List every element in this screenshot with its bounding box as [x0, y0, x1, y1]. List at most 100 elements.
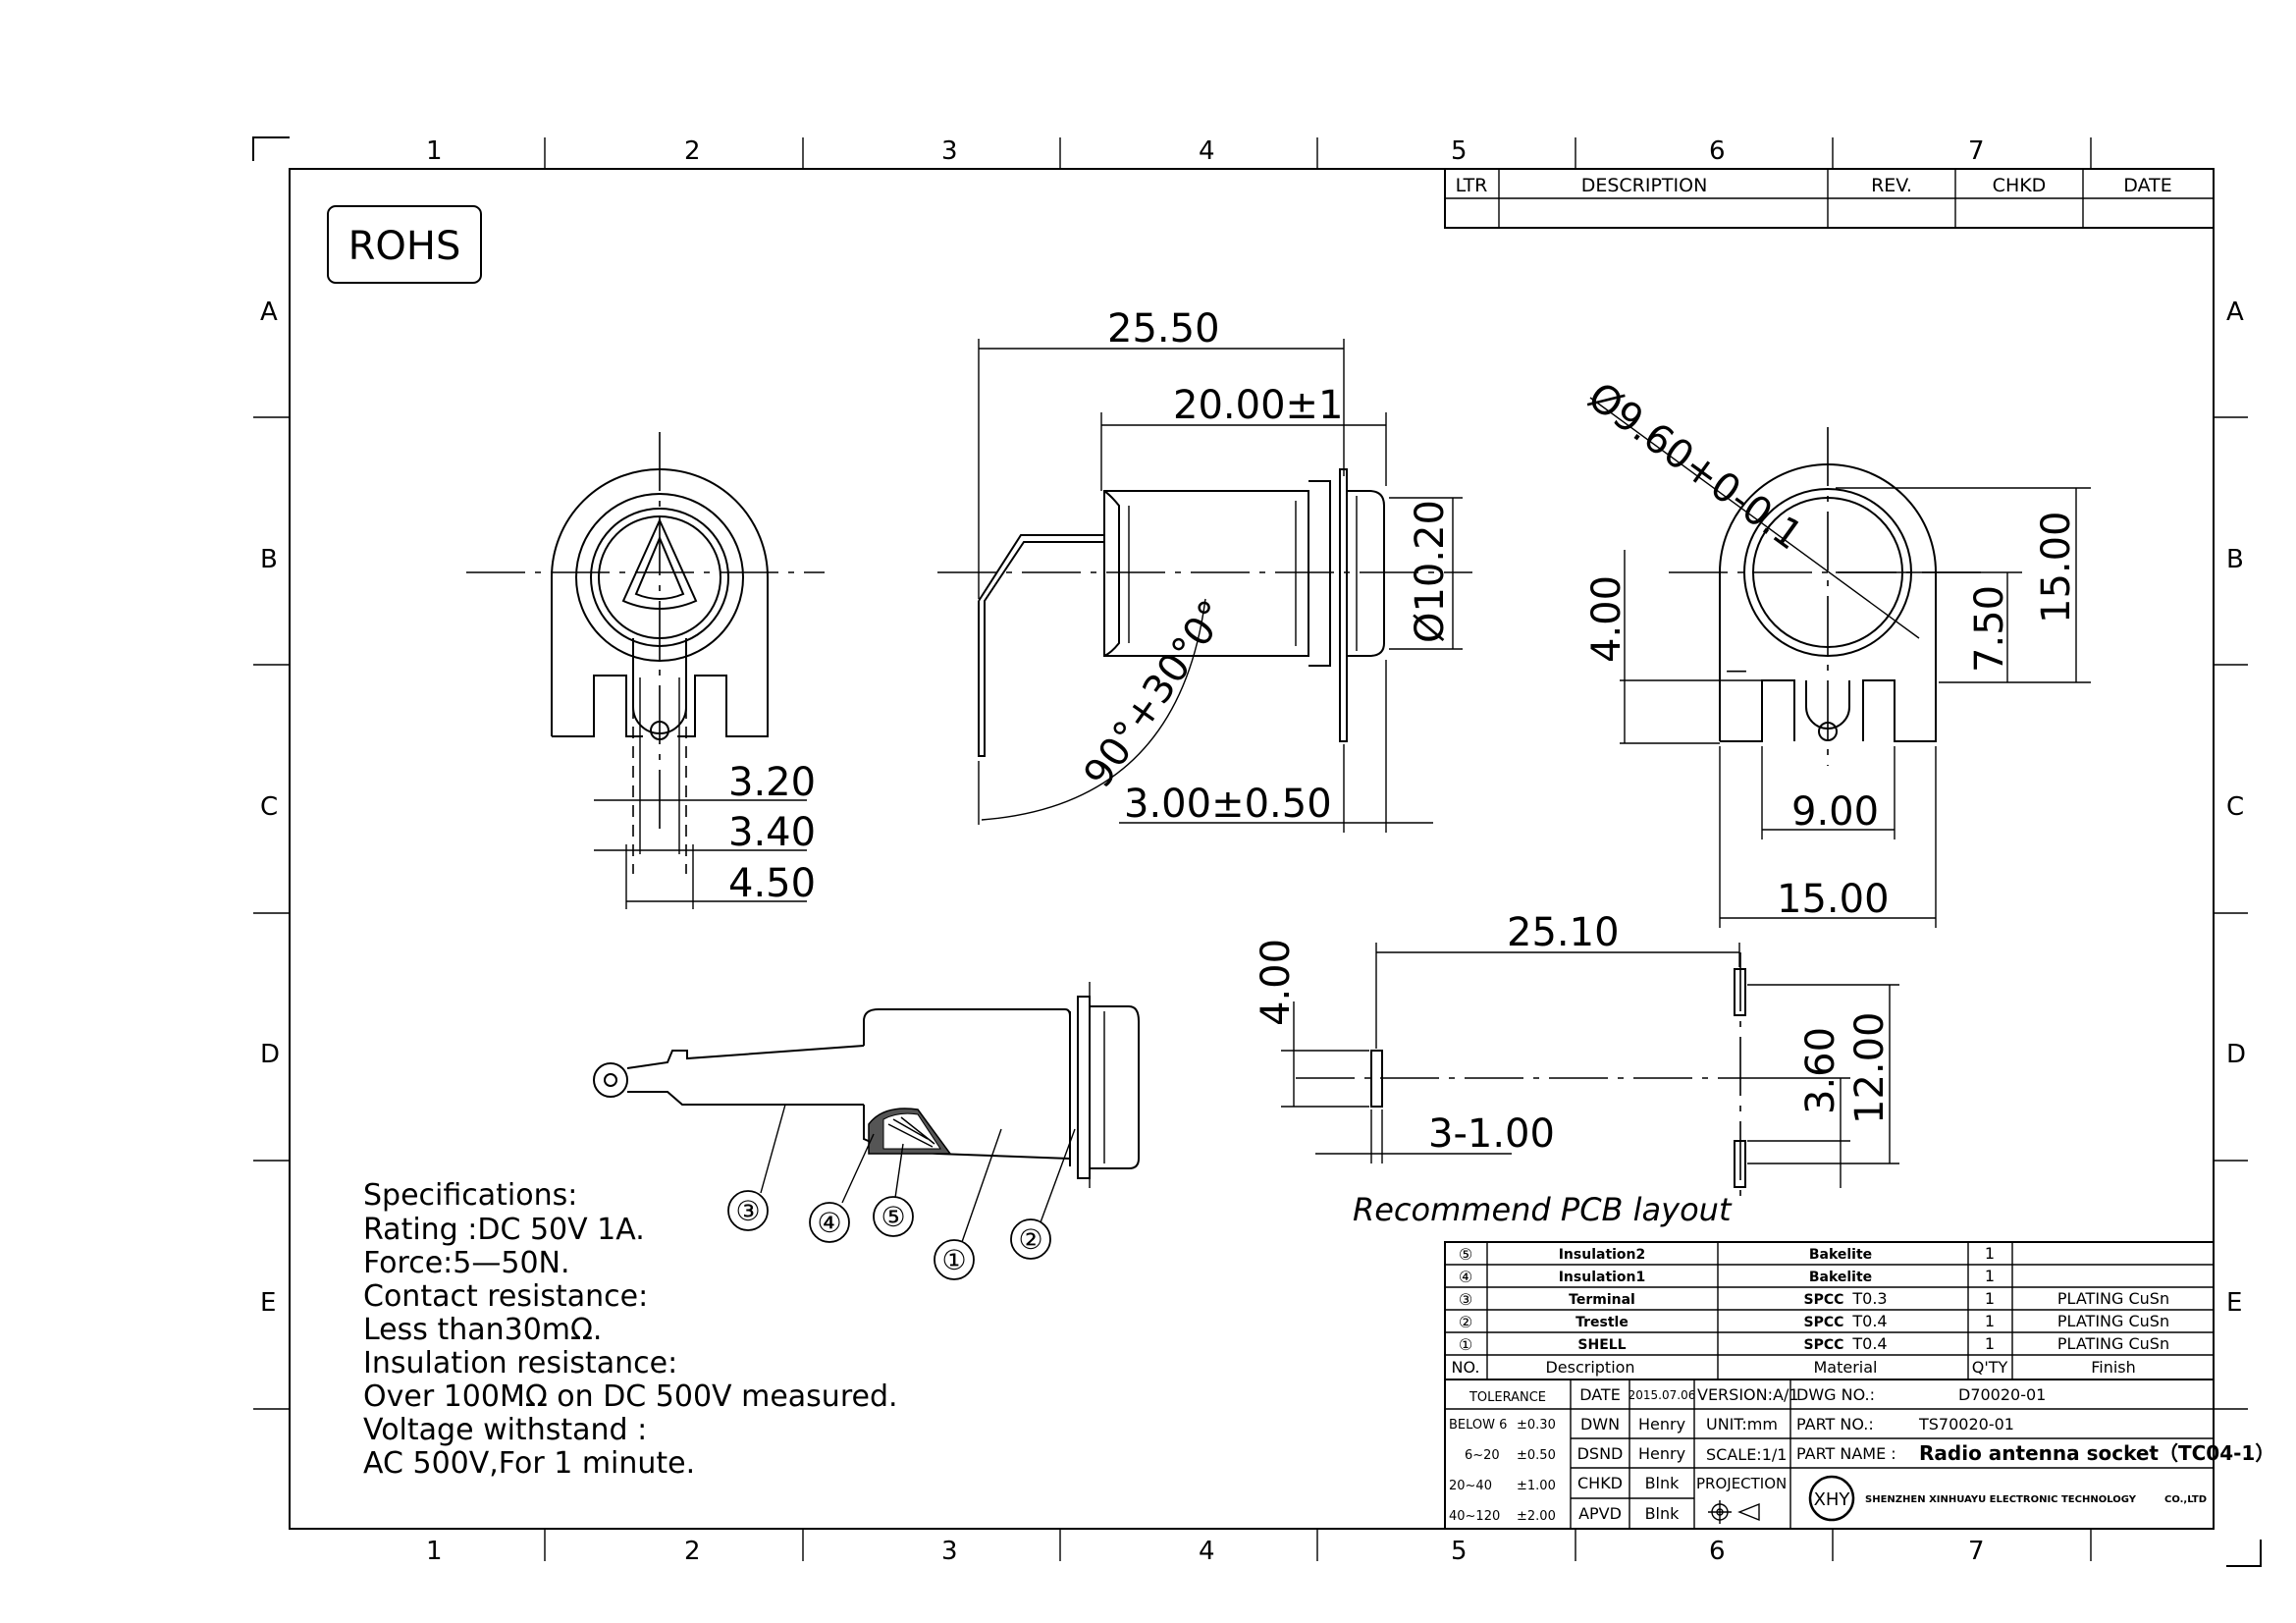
- spec-line: Insulation resistance:: [363, 1346, 677, 1380]
- zone-col-1-top: 1: [426, 136, 443, 166]
- dim-9-00: 9.00: [1791, 789, 1879, 835]
- bom-finish: PLATING CuSn: [2057, 1289, 2169, 1308]
- dim-d9-60: Ø9.60+0-0.1: [1579, 374, 1810, 560]
- tolerance-range: 6~20: [1465, 1448, 1500, 1463]
- tolerance-value: ±0.50: [1517, 1448, 1556, 1463]
- scale: SCALE:1/1: [1706, 1445, 1787, 1464]
- title-block: TOLERANCE BELOW 6 ±0.30 6~20 ±0.50 20~40…: [1444, 1379, 2274, 1530]
- bom-row: ③ Terminal SPCC T0.3 1 PLATING CuSn: [1459, 1289, 2169, 1309]
- bom-finish: PLATING CuSn: [2057, 1334, 2169, 1353]
- dwn-value: Henry: [1638, 1415, 1685, 1434]
- part-no-value: TS70020-01: [1918, 1415, 2014, 1434]
- side-dimensions: 25.50 20.00±1 Ø10.20 3.00±0.50 90°+30°0°: [978, 306, 1463, 833]
- apvd-label: APVD: [1578, 1504, 1622, 1523]
- bom-finish: PLATING CuSn: [2057, 1312, 2169, 1330]
- dim-rear-dash: —: [1726, 659, 1747, 683]
- bom-header-material: Material: [1814, 1358, 1878, 1377]
- projection-symbol-icon: [1708, 1500, 1760, 1524]
- front-dimensions: 3.20 3.40 4.50: [594, 760, 816, 909]
- rev-header-chkd: CHKD: [1993, 175, 2047, 196]
- dwg-no-label: DWG NO.:: [1796, 1385, 1875, 1404]
- assembly-view: [593, 982, 1140, 1188]
- dsnd-value: Henry: [1638, 1444, 1685, 1463]
- bom-material: SPCC: [1804, 1337, 1844, 1353]
- tolerance-value: ±2.00: [1517, 1509, 1556, 1524]
- dim-25-10: 25.10: [1507, 910, 1620, 955]
- zone-col-6-top: 6: [1709, 136, 1726, 166]
- bom-row: ① SHELL SPCC T0.4 1 PLATING CuSn: [1459, 1334, 2169, 1354]
- callout-5-label: ⑤: [881, 1201, 905, 1233]
- version: VERSION:A/1: [1697, 1385, 1799, 1404]
- rev-header-ltr: LTR: [1456, 175, 1488, 196]
- zone-col-2-top: 2: [684, 136, 701, 166]
- bom-description: Trestle: [1575, 1315, 1629, 1330]
- dim-7-50: 7.50: [1967, 585, 2012, 673]
- part-name-label: PART NAME :: [1796, 1444, 1896, 1463]
- dim-angle: 90°+30°0°: [1076, 593, 1237, 796]
- dim-rear-4-00: 4.00: [1584, 575, 1629, 663]
- rev-header-rev: REV.: [1871, 175, 1912, 196]
- callout-1-label: ①: [941, 1244, 966, 1276]
- bom-header-no: NO.: [1452, 1358, 1480, 1377]
- chkd-value: Blnk: [1645, 1474, 1681, 1492]
- bom-row: ④ Insulation1 Bakelite 1: [1459, 1267, 1995, 1286]
- bom-material: Bakelite: [1809, 1270, 1872, 1285]
- zone-col-1-bottom: 1: [426, 1537, 443, 1566]
- zone-ticks: [253, 137, 2248, 1561]
- zone-col-4-top: 4: [1199, 136, 1215, 166]
- zone-col-7-bottom: 7: [1968, 1537, 1985, 1566]
- company-name: SHENZHEN XINHUAYU ELECTRONIC TECHNOLOGY: [1865, 1494, 2137, 1505]
- bom-material-spec: T0.4: [1851, 1334, 1887, 1353]
- tolerance-value: ±1.00: [1517, 1479, 1556, 1493]
- spec-line: Rating :DC 50V 1A.: [363, 1213, 645, 1247]
- zone-col-5-bottom: 5: [1451, 1537, 1468, 1566]
- sheet-frame: [252, 136, 2262, 1567]
- tolerance-range: 20~40: [1449, 1479, 1492, 1493]
- callout-4: ④: [809, 1202, 850, 1243]
- spec-line: Voltage withstand :: [363, 1413, 647, 1447]
- callout-3: ③: [727, 1190, 769, 1231]
- zone-labels: 1 2 3 4 5 6 7 1 2 3 4 5 6 7 A B C D E A …: [260, 136, 2246, 1566]
- spec-line: AC 500V,For 1 minute.: [363, 1446, 695, 1481]
- dwg-no-value: D70020-01: [1958, 1385, 2046, 1404]
- callout-5: ⑤: [873, 1196, 914, 1237]
- callout-2: ②: [1010, 1218, 1051, 1260]
- dim-4-50: 4.50: [728, 861, 816, 906]
- dim-3-00: 3.00±0.50: [1124, 782, 1332, 827]
- bom-material-spec: T0.4: [1851, 1312, 1887, 1330]
- projection-label: PROJECTION: [1696, 1475, 1787, 1492]
- zone-row-e-left: E: [260, 1288, 276, 1318]
- callout-bubbles: ③ ④ ⑤ ① ②: [727, 1190, 1051, 1280]
- dim-12-00: 12.00: [1847, 1011, 1893, 1124]
- chkd-label: CHKD: [1577, 1474, 1623, 1492]
- bom-no: ③: [1459, 1290, 1472, 1309]
- zone-row-d-left: D: [260, 1040, 280, 1069]
- zone-row-b-left: B: [260, 545, 278, 574]
- tolerance-range: 40~120: [1449, 1509, 1500, 1524]
- bom-no: ②: [1459, 1313, 1472, 1331]
- dim-20-00: 20.00±1: [1173, 383, 1343, 428]
- dim-3-40: 3.40: [728, 810, 816, 855]
- specifications: Specifications: Rating :DC 50V 1A. Force…: [363, 1178, 898, 1481]
- zone-row-a-left: A: [260, 298, 278, 327]
- zone-col-3-top: 3: [941, 136, 958, 166]
- bom-header: NO. Description Material Q'TY Finish: [1452, 1358, 2136, 1377]
- company-suffix: CO.,LTD: [2164, 1494, 2207, 1505]
- zone-col-6-bottom: 6: [1709, 1537, 1726, 1566]
- bom-material-spec: T0.3: [1851, 1289, 1887, 1308]
- dsnd-label: DSND: [1577, 1444, 1624, 1463]
- rev-header-date: DATE: [2123, 175, 2171, 196]
- bom-no: ④: [1459, 1268, 1472, 1286]
- part-name-value: Radio antenna socket（TC04-1）: [1919, 1441, 2274, 1465]
- dim-3-60: 3.60: [1798, 1027, 1843, 1114]
- callout-2-label: ②: [1018, 1223, 1042, 1256]
- bom-row: ⑤ Insulation2 Bakelite 1: [1459, 1244, 1995, 1264]
- bom-qty: 1: [1985, 1289, 1995, 1308]
- bom-description: Insulation2: [1559, 1247, 1646, 1263]
- bom-description: SHELL: [1577, 1337, 1626, 1353]
- spec-line: Over 100MΩ on DC 500V measured.: [363, 1380, 898, 1414]
- tolerance-label: TOLERANCE: [1468, 1390, 1546, 1405]
- bom-qty: 1: [1985, 1267, 1995, 1285]
- bom-qty: 1: [1985, 1312, 1995, 1330]
